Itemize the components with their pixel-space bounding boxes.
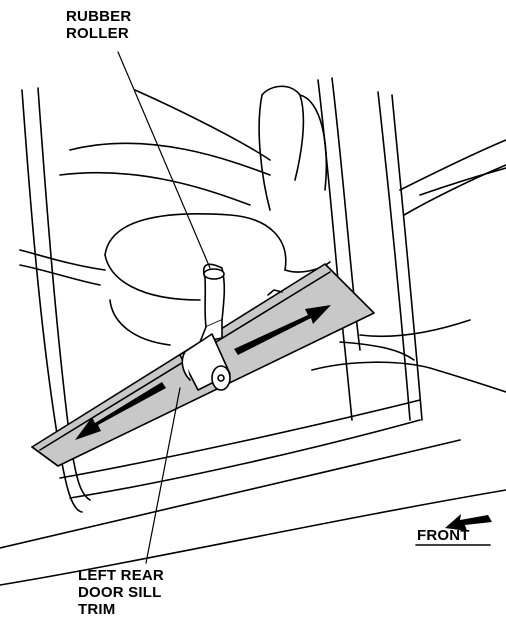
left-door-pillar (21, 87, 91, 513)
rubber-roller (179, 263, 231, 391)
rubber-roller-label: RUBBER ROLLER (66, 8, 132, 42)
lower-body (0, 399, 506, 586)
arrow-rearward (75, 382, 166, 440)
arrow-forward (234, 305, 331, 355)
leader-line-trim (145, 387, 181, 564)
front-label: FRONT (417, 527, 470, 544)
front-arrow-icon (445, 514, 492, 531)
right-door-pillar (311, 77, 506, 421)
seat (19, 85, 331, 346)
leader-line-roller (117, 51, 211, 269)
door-sill-trim-label: LEFT REAR DOOR SILL TRIM (78, 567, 164, 618)
